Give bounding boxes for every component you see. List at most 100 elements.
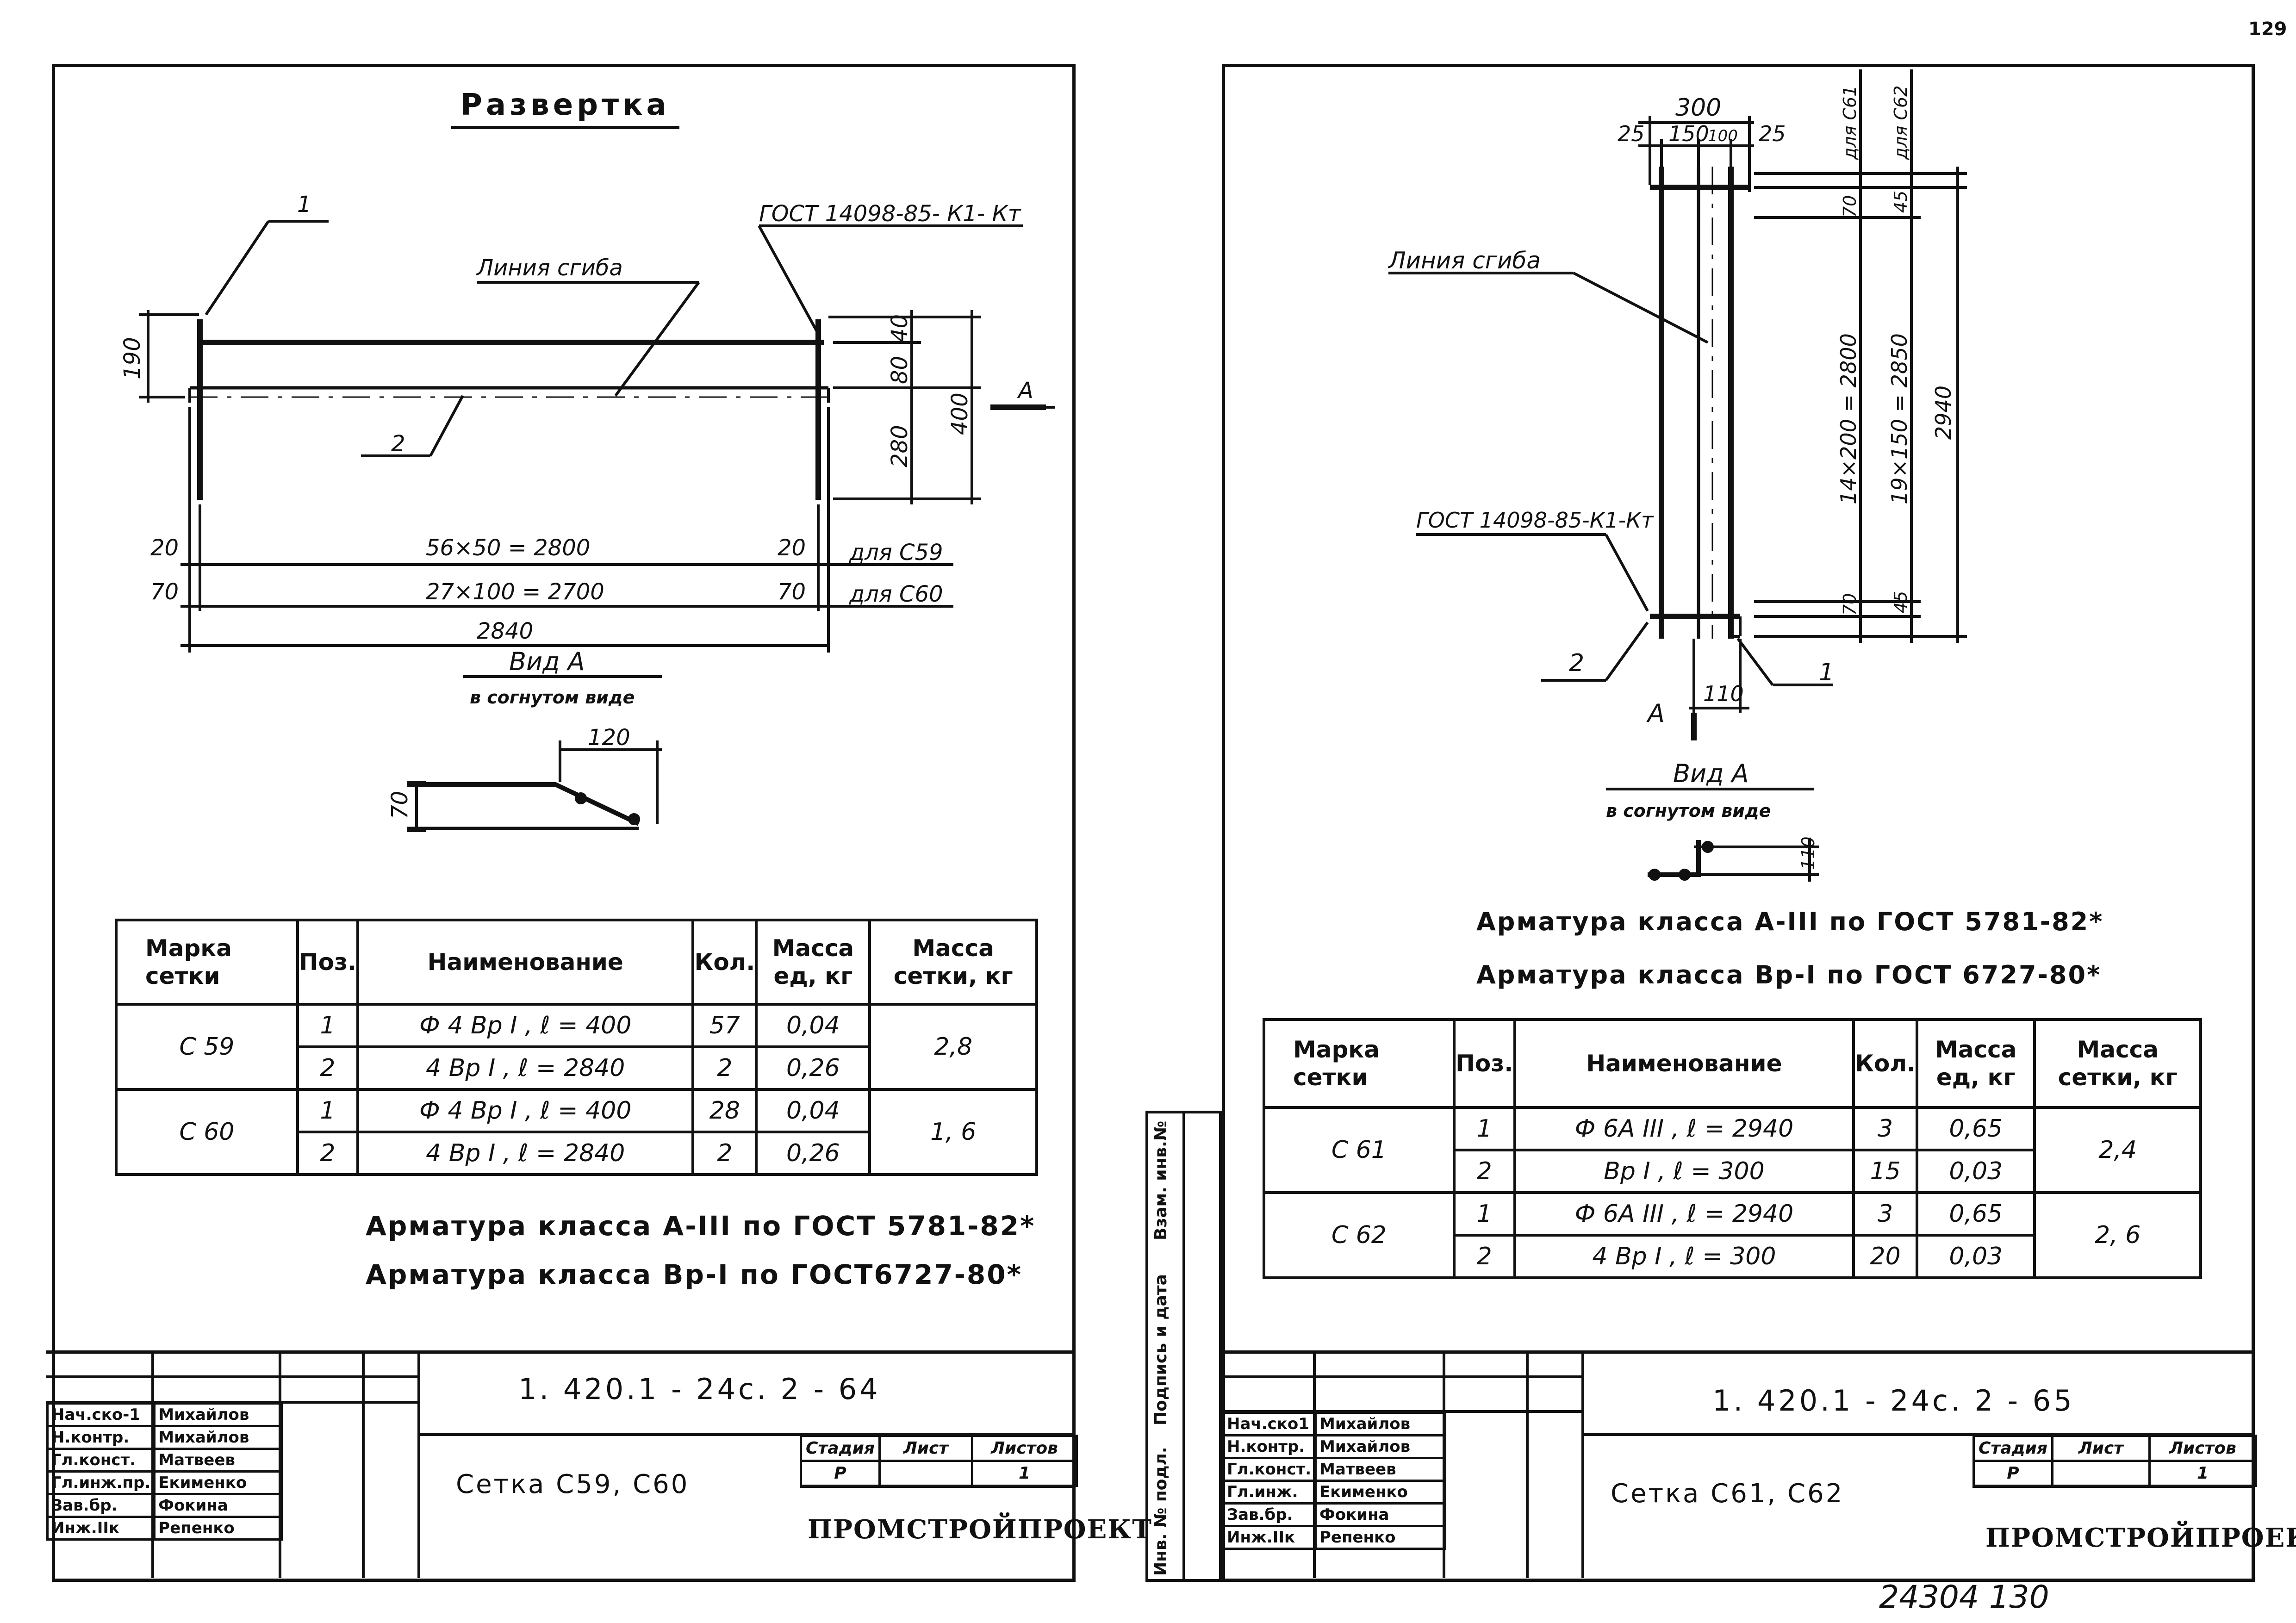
- left-titleblock: [46, 1350, 1076, 1585]
- left-bend-line-label: Линия сгиба: [476, 255, 623, 281]
- right-view-title: Вид А: [1673, 759, 1749, 788]
- cell-qty: 57: [691, 1003, 758, 1048]
- dim-20-right: 20: [778, 535, 806, 561]
- cell-net: 2, 6: [2033, 1191, 2202, 1279]
- name: Фокина: [1314, 1502, 1446, 1527]
- cell-pos: 1: [296, 1088, 360, 1133]
- cell-pos: 2: [296, 1131, 360, 1176]
- th-pos: Поз.: [296, 919, 360, 1006]
- th-mark: Марка сетки: [1263, 1018, 1456, 1109]
- right-arrow-a: А: [1646, 699, 1665, 728]
- cell-name: Ф 4 Вр I , ℓ = 400: [356, 1003, 695, 1048]
- dim-70-bottom: 70: [1840, 593, 1860, 616]
- name: Михайлов: [153, 1425, 283, 1450]
- cell-pos: 2: [1452, 1149, 1516, 1194]
- th-mass-unit: Масса ед, кг: [1915, 1018, 2036, 1109]
- cell-qty: 2: [691, 1131, 758, 1176]
- name: Репенко: [153, 1516, 283, 1541]
- cell-qty: 28: [691, 1088, 758, 1133]
- left-stage-table: Стадия Лист Листов Р 1: [800, 1435, 1078, 1487]
- sheet-value: [878, 1460, 973, 1487]
- dim-280: 280: [887, 425, 913, 467]
- cell-mass: 0,65: [1915, 1106, 2036, 1151]
- right-spec-table: Марка сетки Поз. Наименование Кол. Масса…: [1263, 1018, 2202, 1279]
- dim-for-c59: для С59: [849, 540, 943, 566]
- dim-70-right: 70: [778, 579, 806, 605]
- dim-70-top: 70: [1840, 195, 1860, 218]
- dim-for-c62: для С62: [1891, 86, 1911, 160]
- cell-pos: 1: [296, 1003, 360, 1048]
- left-view-title: Вид А: [509, 647, 585, 676]
- role: Нач.ско-1: [46, 1402, 156, 1427]
- cell-net: 1, 6: [868, 1088, 1038, 1176]
- left-org-divider: [800, 1486, 1076, 1488]
- cell-pos: 1: [1452, 1191, 1516, 1237]
- cell-mark: С 59: [115, 1003, 299, 1091]
- cell-mass: 0,26: [755, 1131, 871, 1176]
- th-qty: Кол.: [1852, 1018, 1918, 1109]
- dim-150: 150: [1668, 121, 1709, 146]
- view-dim-70: 70: [387, 791, 413, 819]
- dim-80: 80: [887, 356, 913, 384]
- role: Гл.конст.: [1222, 1457, 1317, 1482]
- th-qty: Кол.: [691, 919, 758, 1006]
- view-dim-110: 110: [1798, 836, 1818, 870]
- cell-mark: С 61: [1263, 1106, 1456, 1194]
- cell-qty: 15: [1852, 1149, 1918, 1194]
- cell-qty: 3: [1852, 1191, 1918, 1237]
- left-view-subtitle: в согнутом виде: [470, 687, 635, 708]
- dim-40: 40: [887, 314, 913, 342]
- cell-qty: 2: [691, 1045, 758, 1091]
- name: Михайлов: [153, 1402, 283, 1427]
- right-view-subtitle: в согнутом виде: [1606, 801, 1771, 821]
- left-sheet-frame: [52, 64, 1076, 1582]
- cell-mass: 0,04: [755, 1088, 871, 1133]
- name: Матвеев: [1314, 1457, 1446, 1482]
- archive-number: 24304 130: [1879, 1579, 2049, 1616]
- dim-25-left: 25: [1618, 121, 1645, 146]
- sheets-header: Листов: [2148, 1435, 2257, 1462]
- stage-value: Р: [800, 1460, 881, 1487]
- cell-name: Ф 6А III , ℓ = 2940: [1513, 1106, 1855, 1151]
- dim-for-c60: для С60: [849, 581, 943, 607]
- right-pos2-label: 2: [1569, 649, 1584, 677]
- cell-name: 4 Вр I , ℓ = 2840: [356, 1131, 695, 1176]
- left-org-name: ПРОМСТРОЙПРОЕКТ: [808, 1514, 1152, 1545]
- stage-header: Стадия: [800, 1435, 881, 1462]
- dim-400: 400: [947, 392, 973, 435]
- left-note-2: Арматура класса Вр-I по ГОСТ6727-80*: [366, 1259, 1022, 1290]
- role: Гл.инж.: [1222, 1480, 1317, 1505]
- dim-25-right: 25: [1759, 121, 1786, 146]
- cell-pos: 1: [1452, 1106, 1516, 1151]
- role: Инж.IIк: [1222, 1525, 1317, 1550]
- sheet-header: Лист: [878, 1435, 973, 1462]
- th-name: Наименование: [356, 919, 695, 1006]
- role: Гл.конст.: [46, 1448, 156, 1473]
- left-note-1: Арматура класса А-III по ГОСТ 5781-82*: [366, 1210, 1036, 1242]
- cell-mass: 0,65: [1915, 1191, 2036, 1237]
- view-dim-120: 120: [588, 725, 630, 751]
- right-titleblock: [1222, 1350, 2255, 1585]
- th-mass-net: Масса сетки, кг: [2033, 1018, 2202, 1109]
- right-doc-code: 1. 420.1 - 24с. 2 - 65: [1712, 1384, 2075, 1418]
- stage-value: Р: [1972, 1460, 2053, 1487]
- dim-v1: 14×200 = 2800: [1836, 333, 1861, 504]
- sheet-header: Лист: [2051, 1435, 2151, 1462]
- left-pos1-label: 1: [297, 192, 311, 218]
- cell-name: Ф 4 Вр I , ℓ = 400: [356, 1088, 695, 1133]
- role: Н.контр.: [1222, 1434, 1317, 1459]
- left-sheet-name: Сетка С59, С60: [456, 1469, 690, 1499]
- arrow-a-label: А: [1017, 378, 1033, 404]
- cell-mass: 0,03: [1915, 1234, 2036, 1279]
- th-pos: Поз.: [1452, 1018, 1516, 1109]
- cell-net: 2,8: [868, 1003, 1038, 1091]
- dim-45-top: 45: [1891, 191, 1911, 213]
- cell-pos: 2: [296, 1045, 360, 1091]
- page-number: 129: [2248, 19, 2287, 40]
- dim-row1: 56×50 = 2800: [426, 535, 590, 561]
- name: Екименко: [1314, 1480, 1446, 1505]
